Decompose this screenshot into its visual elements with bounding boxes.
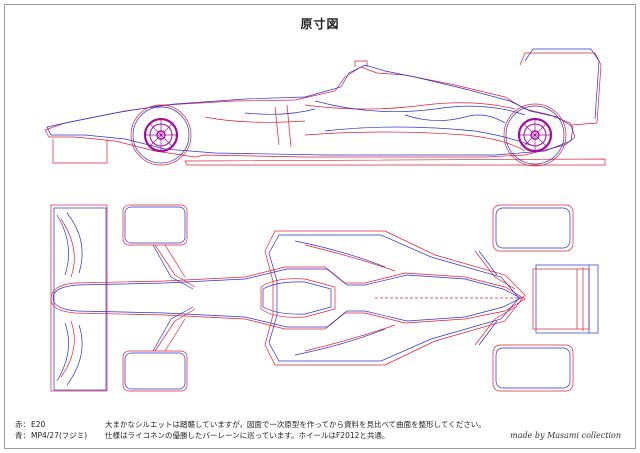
rear-wing-top [532, 264, 599, 334]
blueprint-sheet: 原寸図 [4, 4, 636, 449]
side-view-blue-outline [46, 48, 600, 156]
side-view [44, 48, 606, 167]
car-drawing [44, 48, 606, 392]
note-line-2: 仕様はライコネンの優勝したバーレーンに巡っています。ホイールはF2012と共通。 [105, 431, 390, 440]
legend: 赤：E20 青：MP4/27(フジミ) [15, 419, 103, 441]
front-wheel-side [130, 104, 192, 166]
front-right-wheel-top [122, 350, 188, 392]
legend-item-blue: 青：MP4/27(フジミ) [15, 431, 88, 440]
signature: made by Masami collection [510, 431, 621, 440]
side-view-red-outline [44, 52, 606, 166]
page-title: 原寸図 [300, 17, 340, 31]
rear-right-wheel-top [492, 344, 574, 392]
front-wing-top [50, 204, 108, 392]
rear-left-wheel-top [492, 204, 574, 252]
note-line-1: 大まかなシルエットは踏襲していますが，図面で一次原型を作ってから資料を見比べて曲… [105, 420, 486, 429]
cockpit-top [260, 278, 336, 318]
nose-top [50, 266, 526, 330]
top-view [50, 204, 599, 392]
notes: 大まかなシルエットは踏襲していますが，図面で一次原型を作ってから資料を見比べて曲… [105, 419, 486, 441]
rear-wheel-side [503, 103, 567, 167]
sidepods-top [264, 230, 526, 366]
front-left-wheel-top [122, 204, 188, 246]
legend-item-red: 赤：E20 [15, 420, 46, 429]
